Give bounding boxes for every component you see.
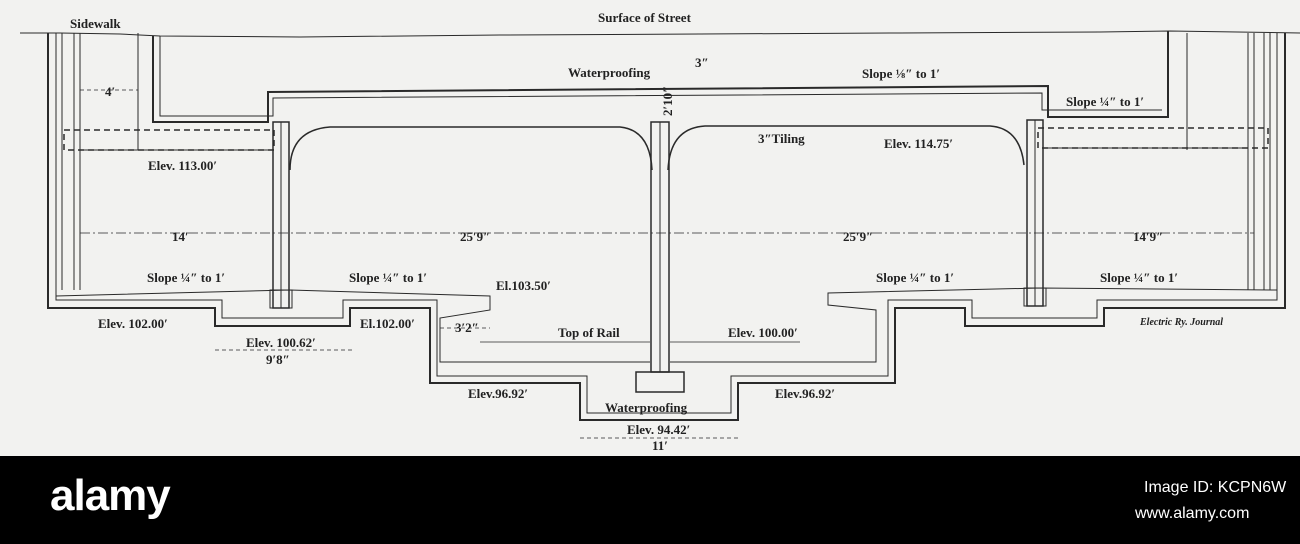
label-tiling: 3″Tiling (758, 131, 805, 146)
label-9-8: 9′8″ (266, 352, 290, 367)
label-slope-left-2: Slope ¼″ to 1′ (349, 270, 427, 285)
label-surface-of-street: Surface of Street (598, 10, 692, 25)
label-el-10350: El.103.50′ (496, 278, 551, 293)
right-arch (667, 125, 1025, 171)
label-2ft10: 2′10″ (660, 86, 675, 116)
label-elev-9442: Elev. 94.42′ (627, 422, 690, 437)
watermark-footer (0, 456, 1300, 544)
inner-shell (55, 33, 1278, 414)
label-slope-right-1: Slope ¼″ to 1′ (876, 270, 954, 285)
column-left (269, 121, 293, 309)
label-waterproofing-bottom: Waterproofing (605, 400, 688, 415)
label-elev-10062: Elev. 100.62′ (246, 335, 316, 350)
street-surface-line (20, 30, 1300, 38)
label-slope-right-2: Slope ¼″ to 1′ (1100, 270, 1178, 285)
label-11ft: 11′ (652, 438, 668, 453)
drawing-area (0, 0, 1300, 456)
label-slope-quarter-step: Slope ¼″ to 1′ (1066, 94, 1144, 109)
label-elev-9692-right: Elev.96.92′ (775, 386, 835, 401)
label-el-102-mid: El.102.00′ (360, 316, 415, 331)
label-elev-9692-left: Elev.96.92′ (468, 386, 528, 401)
label-14ft: 14′ (172, 229, 189, 244)
roof-waterproofing (152, 31, 1169, 123)
site-url: www.alamy.com (1134, 505, 1249, 522)
label-14-9: 14′9″ (1133, 229, 1163, 244)
label-elev-11475: Elev. 114.75′ (884, 136, 953, 151)
label-slope-eighth: Slope ⅛″ to 1′ (862, 66, 940, 81)
alamy-logo: alamy (50, 471, 171, 520)
image-id: Image ID: KCPN6W (1144, 479, 1287, 496)
label-3in: 3″ (695, 55, 709, 70)
column-right (1023, 119, 1047, 307)
label-3-2: 3′2″ (455, 320, 479, 335)
label-sidewalk: Sidewalk (70, 16, 121, 31)
label-elev-102-left: Elev. 102.00′ (98, 316, 168, 331)
label-25-9-right: 25′9″ (843, 229, 873, 244)
label-25-9-left: 25′9″ (460, 229, 490, 244)
label-credit: Electric Ry. Journal (1139, 317, 1223, 328)
label-elev-113: Elev. 113.00′ (148, 158, 217, 173)
column-center (635, 121, 685, 393)
label-elev-100: Elev. 100.00′ (728, 325, 798, 340)
left-arch (289, 126, 653, 171)
label-waterproofing-top: Waterproofing (568, 65, 651, 80)
label-4ft: 4′ (105, 84, 115, 99)
label-top-of-rail: Top of Rail (558, 325, 620, 340)
outer-shell (47, 33, 1286, 421)
label-slope-left-1: Slope ¼″ to 1′ (147, 270, 225, 285)
